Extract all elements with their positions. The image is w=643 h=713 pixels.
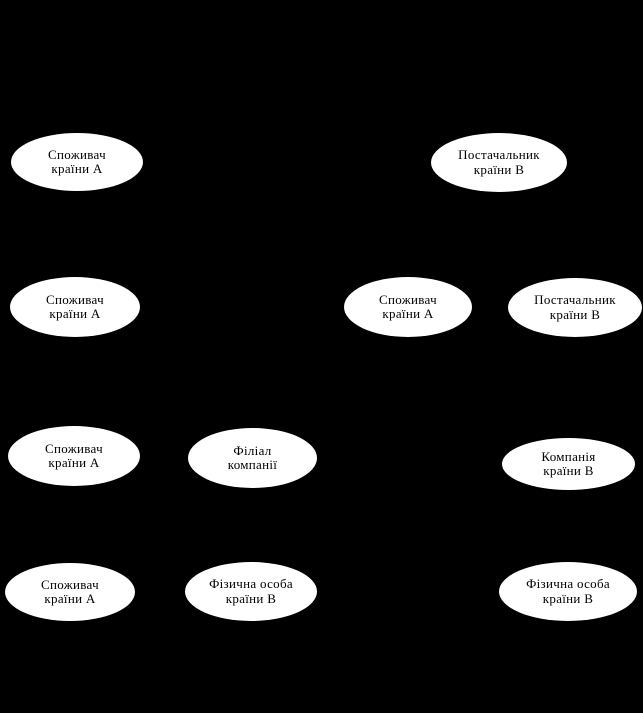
node-row4-natural-person-country-b-mid: Фізична особа країни В [185, 562, 317, 621]
node-row4-natural-person-country-b-right: Фізична особа країни В [499, 562, 637, 621]
node-row3-company-branch: Філіал компанії [188, 428, 317, 488]
node-row2-consumer-country-a: Споживач країни А [10, 277, 140, 337]
node-row2-consumer-country-a-abroad: Споживач країни А [344, 277, 472, 337]
node-row4-consumer-country-a: Споживач країни А [5, 563, 135, 621]
node-row3-company-country-b: Компанія країни В [502, 438, 635, 490]
node-row1-consumer-country-a: Споживач країни А [11, 133, 143, 191]
node-row2-supplier-country-b: Постачальник країни В [508, 278, 642, 337]
node-row3-consumer-country-a: Споживач країни А [8, 426, 140, 486]
node-row1-supplier-country-b: Постачальник країни В [431, 133, 567, 192]
